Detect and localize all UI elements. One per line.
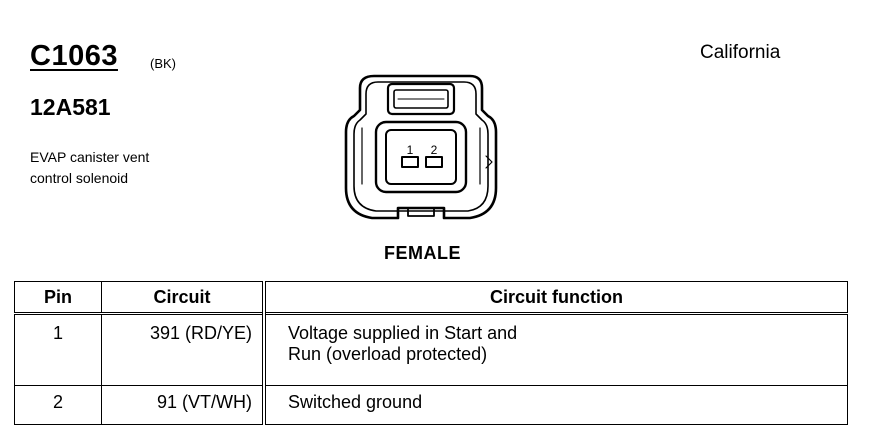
pin-table: Pin Circuit Circuit function 1 391 (RD/Y… [14,281,848,425]
table-row: 2 91 (VT/WH) Switched ground [14,385,848,425]
component-description-line2: control solenoid [30,170,129,186]
cavity-1-label: 1 [407,143,414,157]
region-label: California [700,42,781,63]
part-number: 12A581 [30,94,111,120]
function-line: Voltage supplied in Start and [288,323,518,343]
cavity-housing-inner [385,129,457,185]
pin-cell: 2 [14,385,102,425]
cavity-2 [425,156,443,168]
header-circuit-function: Circuit function [263,281,848,315]
connector-face-diagram: 1 2 [344,74,498,220]
cavity-2-label: 2 [431,143,438,157]
connector-gender-label: FEMALE [384,243,461,263]
connector-id: C1063 [30,40,118,72]
function-cell: Switched ground [263,385,848,425]
function-line: Run (overload protected) [288,344,488,364]
cavity-1 [401,156,419,168]
circuit-cell: 91 (VT/WH) [101,385,266,425]
connector-inner-shell [353,81,489,212]
table-header-row: Pin Circuit Circuit function [14,281,848,315]
latch-outer [386,82,456,116]
header-pin: Pin [14,281,102,315]
cavity-housing-outer [374,120,468,194]
function-line: Switched ground [288,392,423,412]
table-row: 1 391 (RD/YE) Voltage supplied in Start … [14,313,848,386]
latch-inner [393,89,449,109]
function-cell: Voltage supplied in Start and Run (overl… [263,313,848,386]
connector-color-code: (BK) [150,56,176,71]
connector-key [407,207,435,217]
component-description-line1: EVAP canister vent [30,149,150,165]
pin-cell: 1 [14,313,102,386]
header-circuit: Circuit [101,281,266,315]
circuit-cell: 391 (RD/YE) [101,313,266,386]
connector-outer-shell [344,74,498,220]
